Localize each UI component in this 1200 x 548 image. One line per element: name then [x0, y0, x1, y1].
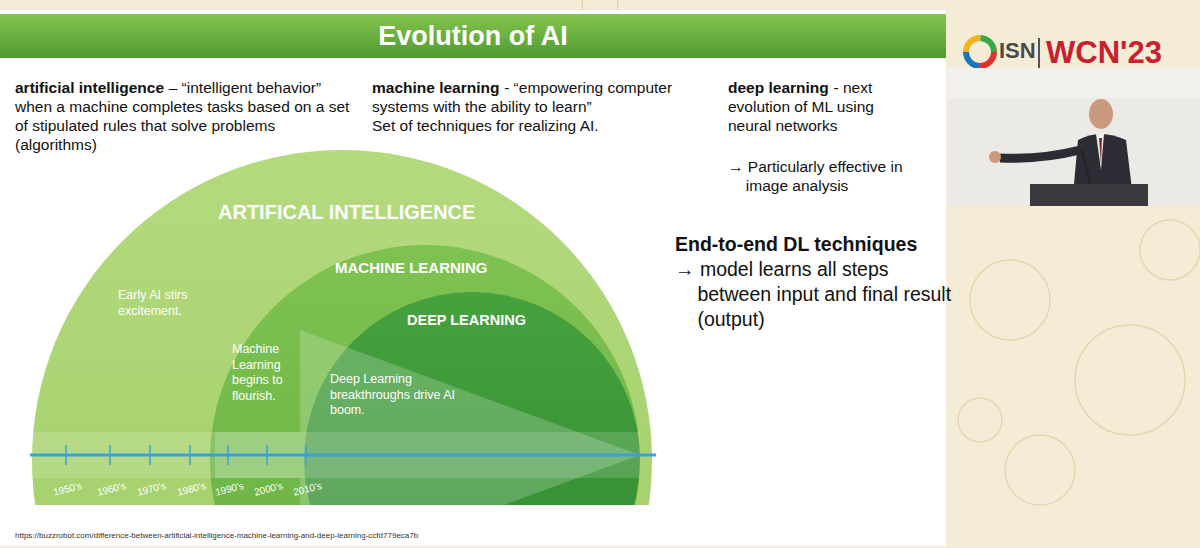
- term: deep learning: [728, 79, 829, 96]
- year-label: 1970's: [136, 477, 178, 498]
- definition-paragraph: deep learning- next evolution of ML usin…: [728, 78, 900, 135]
- year-label: 1990's: [214, 477, 256, 498]
- band-note: Early AI stirs excitement.: [118, 288, 228, 319]
- logo-divider: [1038, 38, 1040, 68]
- source-url: https://buzzrobot.com/difference-between…: [15, 531, 715, 541]
- band-note: Deep Learning breakthroughs drive AI boo…: [330, 372, 470, 419]
- band-shape: [210, 245, 640, 505]
- dl-band: DEEP LEARNING Deep Learning breakthroughs…: [304, 292, 640, 505]
- band-shape: [304, 292, 640, 505]
- progress-arrow: [215, 330, 640, 505]
- slide-title: Evolution of AI: [0, 14, 946, 58]
- term: artificial intelligence: [15, 79, 164, 96]
- year-label: 1960's: [96, 477, 138, 498]
- timeline-axis: [30, 454, 656, 457]
- logo-text: ISN: [999, 38, 1039, 64]
- year-label: 1980's: [176, 477, 218, 498]
- ml-band: MACHINE LEARNING Machine Learning begins …: [210, 245, 640, 505]
- isn-logo-ring: [966, 38, 994, 66]
- timeline-band: [30, 432, 640, 478]
- definition-note: Set of techniques for realizing AI.: [372, 116, 694, 135]
- timeline-ticks: [66, 445, 306, 465]
- band-heading: DEEP LEARNING: [407, 311, 567, 329]
- band-note: Machine Learning begins to flourish.: [232, 342, 306, 405]
- band-heading: MACHINE LEARNING: [335, 259, 535, 278]
- band-shape: [32, 150, 652, 505]
- band-heading: ARTIFICAL INTELLIGENCE: [218, 200, 508, 225]
- ai-band: ARTIFICAL INTELLIGENCE Early AI stirs exc…: [32, 150, 652, 505]
- section-heading: End-to-end DL techniques: [675, 232, 945, 256]
- year-label: 2010's: [292, 477, 334, 498]
- term: machine learning: [372, 79, 499, 96]
- note-text: → Particularly effective in image analys…: [728, 157, 941, 195]
- definition-paragraph: artificial intelligence– “intelligent be…: [15, 78, 355, 154]
- note-text: → model learns all steps between input a…: [675, 257, 955, 332]
- title-banner: [0, 14, 946, 58]
- year-label: 2000's: [253, 477, 295, 498]
- speaker-video: [948, 68, 1200, 206]
- year-label: 1950's: [52, 477, 94, 498]
- definition-paragraph: machine learning- “empowering computer s…: [372, 78, 694, 135]
- logo-text: WCN'23: [1046, 34, 1196, 71]
